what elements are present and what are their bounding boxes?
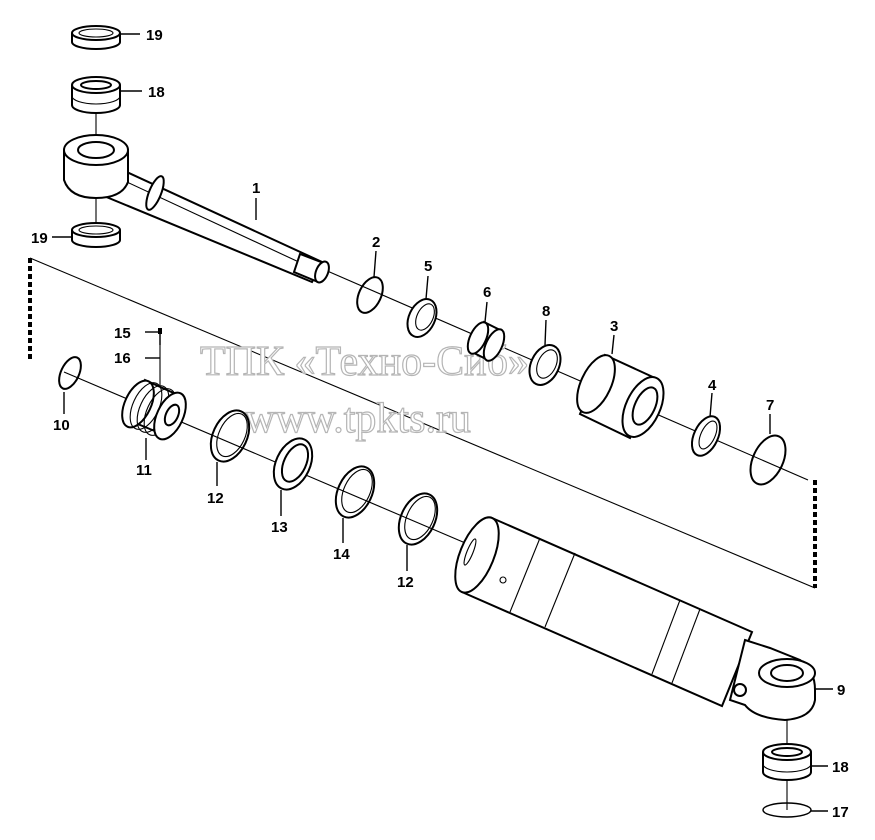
label-4: 4	[708, 377, 717, 394]
label-10: 10	[53, 417, 70, 434]
label-7: 7	[766, 397, 774, 414]
bushing-19-bottom	[71, 222, 121, 248]
ring-5	[406, 298, 438, 338]
wear-ring-12-a	[209, 409, 251, 463]
piston-11	[121, 378, 187, 441]
seal-8	[528, 344, 562, 386]
circlip-17	[762, 802, 812, 818]
label-14: 14	[333, 546, 350, 563]
label-17: 17	[832, 804, 849, 821]
pin-15-16	[158, 328, 162, 345]
label-19-top: 19	[146, 27, 163, 44]
leader-lines	[52, 33, 833, 812]
label-8: 8	[542, 303, 550, 320]
label-12-second: 12	[397, 574, 414, 591]
bushing-6	[466, 320, 506, 362]
label-11: 11	[136, 462, 152, 479]
piston-rod-1	[63, 134, 330, 284]
bearing-18-top	[71, 76, 121, 114]
label-1: 1	[252, 180, 260, 197]
label-19-bottom: 19	[31, 230, 48, 247]
label-18-top: 18	[148, 84, 165, 101]
watermark-url: www.tpkts.ru	[245, 396, 471, 442]
cylinder-tube-9	[454, 516, 816, 722]
ring-14	[334, 465, 376, 519]
label-12-first: 12	[207, 490, 224, 507]
wear-ring-12-b	[397, 492, 439, 546]
bushing-19-top	[71, 25, 121, 50]
label-13: 13	[271, 519, 288, 536]
o-ring-10	[58, 356, 82, 390]
label-16: 16	[114, 350, 131, 367]
label-15: 15	[114, 325, 131, 342]
label-5: 5	[424, 258, 432, 275]
bearing-18-bottom	[762, 743, 812, 781]
o-ring-7	[749, 434, 787, 486]
label-6: 6	[483, 284, 491, 301]
gland-3	[576, 353, 665, 440]
ring-4	[690, 415, 722, 457]
seal-13	[272, 437, 314, 491]
label-18-bottom: 18	[832, 759, 849, 776]
o-ring-2	[356, 276, 384, 314]
label-3: 3	[610, 318, 618, 335]
label-2: 2	[372, 234, 380, 251]
label-9: 9	[837, 682, 845, 699]
